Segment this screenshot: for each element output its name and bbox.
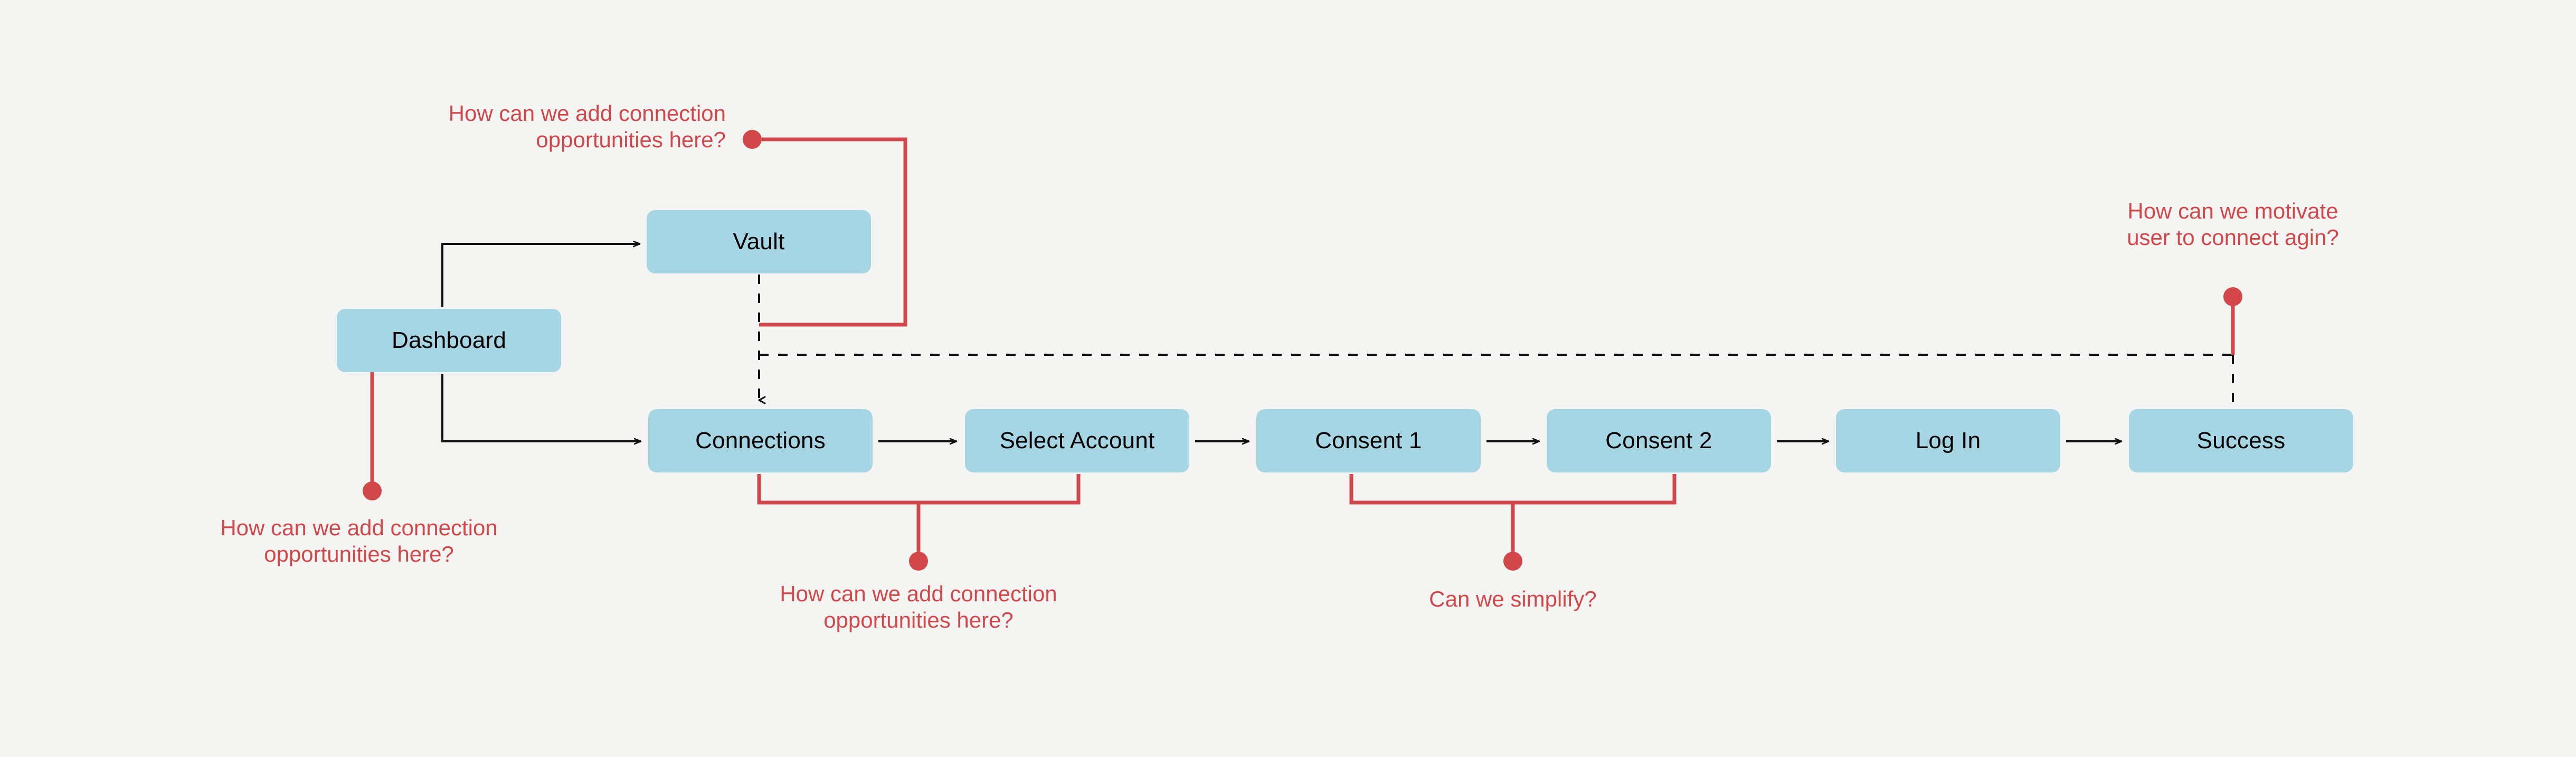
leader-note-connections xyxy=(757,474,1081,571)
flow-node-label: Dashboard xyxy=(391,327,507,353)
flow-node-consent-1[interactable]: Consent 1 xyxy=(1256,409,1481,472)
leader-note-vault xyxy=(743,130,907,327)
flow-node-label: Consent 1 xyxy=(1315,428,1422,453)
flow-node-select-account[interactable]: Select Account xyxy=(965,409,1189,472)
annotation-pin-connections xyxy=(909,552,928,571)
flow-node-success[interactable]: Success xyxy=(2129,409,2353,472)
flow-node-vault[interactable]: Vault xyxy=(647,210,871,273)
annotation-pin-dashboard xyxy=(363,481,382,500)
annotation-pin-success xyxy=(2223,287,2242,306)
flow-node-connections[interactable]: Connections xyxy=(648,409,873,472)
flow-node-dashboard[interactable]: Dashboard xyxy=(337,309,561,372)
edge-dashboard-to-connections xyxy=(441,374,641,441)
annotation-note-consent: Can we simplify? xyxy=(1429,586,1597,611)
flow-node-consent-2[interactable]: Consent 2 xyxy=(1547,409,1771,472)
annotation-pin-vault xyxy=(743,130,762,149)
flow-node-log-in[interactable]: Log In xyxy=(1836,409,2060,472)
annotation-note-vault: How can we add connection opportunities … xyxy=(448,101,726,152)
leader-note-dashboard xyxy=(363,372,382,500)
leader-note-consent xyxy=(1349,474,1677,571)
annotation-note-success: How can we motivate user to connect agin… xyxy=(2127,198,2339,250)
flow-node-label: Consent 2 xyxy=(1605,428,1712,453)
flow-node-label: Connections xyxy=(695,428,826,453)
flow-node-label: Log In xyxy=(1915,428,1981,453)
leader-note-success xyxy=(2223,287,2242,355)
annotation-pin-consent xyxy=(1503,552,1522,571)
edge-success-return-loop xyxy=(759,354,2234,409)
flow-node-label: Vault xyxy=(733,229,785,254)
flow-node-label: Select Account xyxy=(999,428,1155,453)
edge-dashboard-to-vault xyxy=(441,244,640,307)
annotation-note-dashboard: How can we add connection opportunities … xyxy=(220,515,498,566)
flow-node-label: Success xyxy=(2196,428,2286,453)
annotation-note-connections: How can we add connection opportunities … xyxy=(780,581,1057,632)
